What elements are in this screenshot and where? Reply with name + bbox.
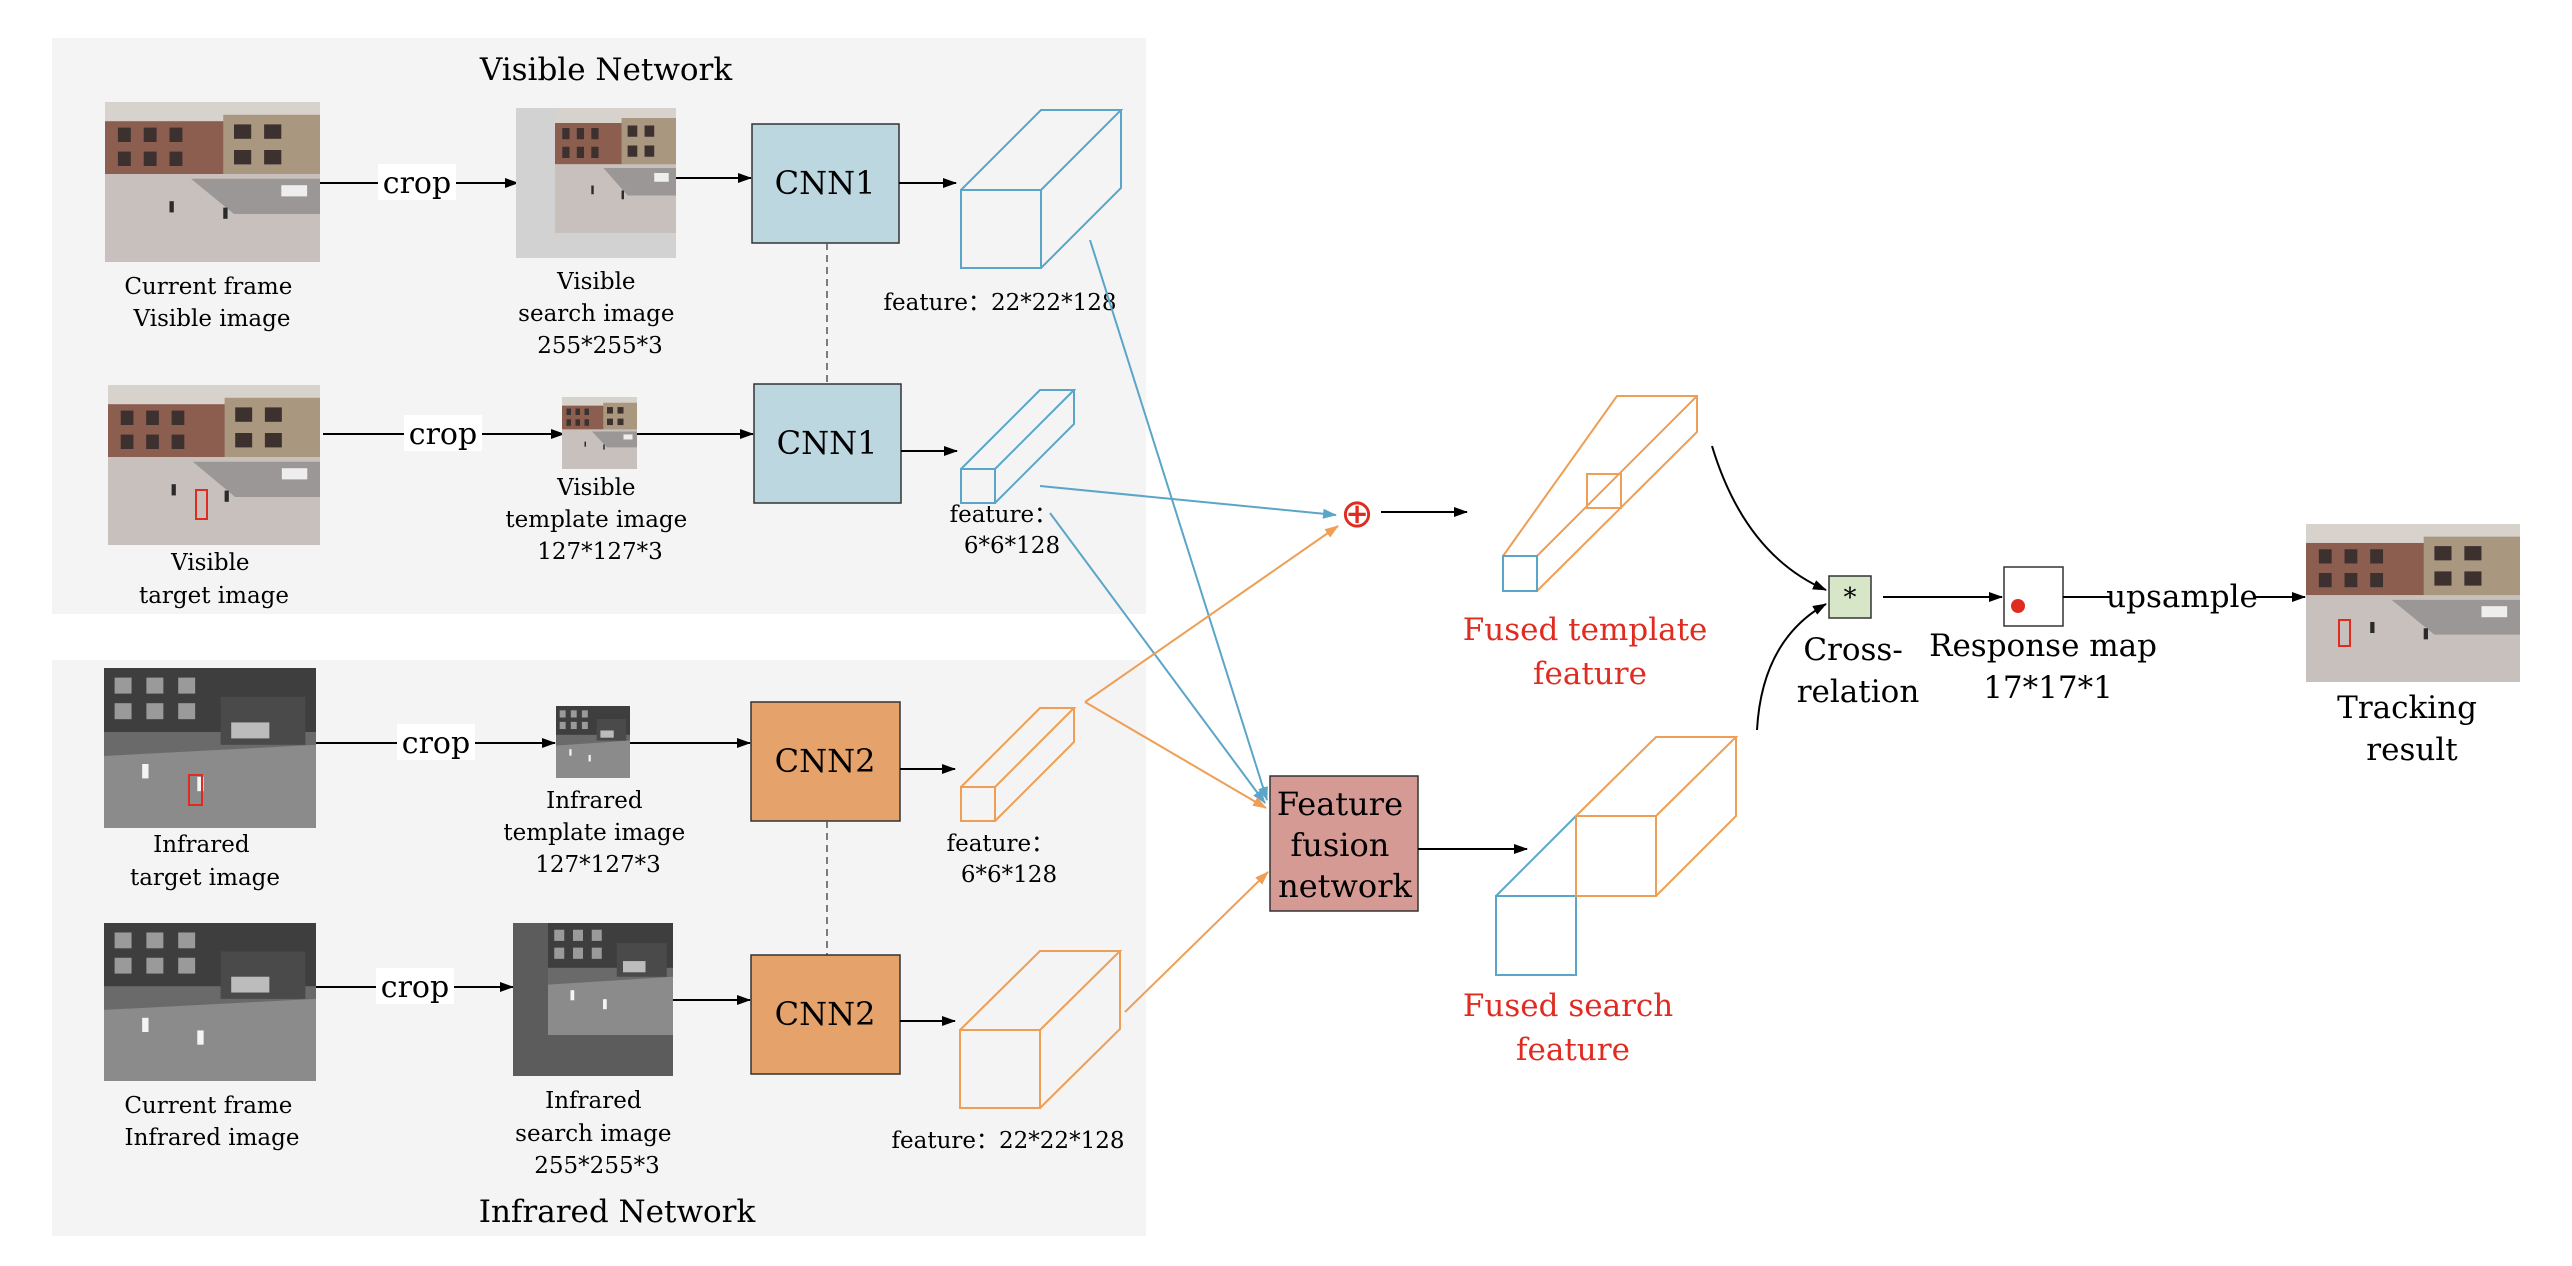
infrared-cnn2-template-box bbox=[750, 701, 901, 822]
infrared-cnn2-template-label: CNN2 bbox=[775, 742, 876, 780]
visible-target-image-caption: Visible target image bbox=[139, 550, 289, 609]
infrared-template-feature-cube bbox=[960, 707, 1077, 822]
infrared-template-to-fusion-arrow bbox=[1084, 701, 1267, 809]
fused-template-feature-label: Fused template feature bbox=[1463, 612, 1718, 692]
infrared-template-image bbox=[556, 706, 630, 778]
feature-fusion-network-label: Feature fusion network bbox=[1277, 785, 1413, 905]
visible-target-image bbox=[108, 385, 320, 545]
infrared-current-frame-caption: Current frame Infrared image bbox=[124, 1093, 299, 1151]
visible-template-to-add-arrow bbox=[1039, 485, 1337, 519]
visible-cnn1-search-label: CNN1 bbox=[775, 164, 876, 202]
response-map-box bbox=[2003, 566, 2064, 627]
infrared-template-feature-label: feature： 6*6*128 bbox=[947, 831, 1062, 888]
infrared-crop-label-2: crop bbox=[381, 970, 449, 1005]
visible-template-feature-label: feature： 6*6*128 bbox=[950, 502, 1065, 559]
infrared-search-to-fusion-arrow bbox=[1124, 871, 1269, 1013]
visible-cnn1-template-label: CNN1 bbox=[777, 424, 878, 462]
fused-template-feature-cube bbox=[1502, 395, 1698, 592]
visible-template-image bbox=[562, 397, 637, 469]
visible-cnn1-template-box bbox=[753, 383, 902, 504]
visible-search-image bbox=[516, 108, 676, 258]
infrared-target-image bbox=[104, 668, 316, 828]
infrared-search-feature-cube bbox=[959, 950, 1123, 1109]
tracking-result-image bbox=[2306, 524, 2520, 682]
visible-search-to-fusion-arrow bbox=[1089, 239, 1268, 801]
fused-search-feature-cube bbox=[1495, 736, 1739, 976]
infrared-crop-label-1: crop bbox=[402, 726, 470, 761]
cross-relation-label: Cross- relation bbox=[1797, 632, 1920, 710]
infrared-template-image-caption: Infrared template image 127*127*3 bbox=[503, 788, 692, 878]
visible-cnn1-search-box bbox=[751, 123, 900, 244]
visible-crop-label-2: crop bbox=[409, 417, 477, 452]
infrared-search-feature-label: feature：22*22*128 bbox=[892, 1128, 1125, 1154]
visible-template-image-caption: Visible template image 127*127*3 bbox=[505, 475, 694, 565]
feature-fusion-network-box bbox=[1269, 775, 1419, 912]
infrared-current-frame-image bbox=[104, 923, 316, 1081]
fused-search-feature-label: Fused search feature bbox=[1463, 988, 1683, 1068]
infrared-cnn2-search-box bbox=[750, 954, 901, 1075]
search-to-xcorr-arrow bbox=[1756, 603, 1827, 731]
response-map-label: Response map 17*17*1 bbox=[1929, 628, 2167, 706]
infrared-cnn2-search-label: CNN2 bbox=[775, 995, 876, 1033]
visible-template-to-fusion-arrow bbox=[1049, 512, 1266, 804]
visible-current-frame-caption: Current frame Visible image bbox=[124, 274, 299, 332]
tracking-result-label: Tracking result bbox=[2337, 690, 2487, 768]
visible-current-frame-image bbox=[105, 102, 320, 262]
visible-search-feature-label: feature：22*22*128 bbox=[884, 290, 1117, 316]
infrared-network-title: Infrared Network bbox=[479, 1194, 756, 1230]
infrared-target-image-caption: Infrared target image bbox=[130, 832, 280, 891]
element-wise-add-icon: ⊕ bbox=[1340, 491, 1374, 537]
visible-search-image-caption: Visible search image 255*255*3 bbox=[518, 269, 682, 359]
infrared-search-image bbox=[513, 923, 673, 1076]
cross-relation-icon: * bbox=[1844, 583, 1857, 613]
visible-crop-label-1: crop bbox=[383, 166, 451, 201]
upsample-label: upsample bbox=[2106, 579, 2258, 615]
infrared-template-to-add-arrow bbox=[1084, 525, 1339, 703]
visible-network-title: Visible Network bbox=[479, 52, 732, 88]
visible-template-feature-cube bbox=[960, 389, 1077, 504]
response-peak-dot bbox=[2011, 599, 2025, 613]
cross-relation-box bbox=[1828, 575, 1872, 619]
visible-search-feature-cube bbox=[960, 109, 1124, 269]
infrared-search-image-caption: Infrared search image 255*255*3 bbox=[515, 1088, 679, 1179]
template-to-xcorr-arrow bbox=[1711, 445, 1827, 591]
